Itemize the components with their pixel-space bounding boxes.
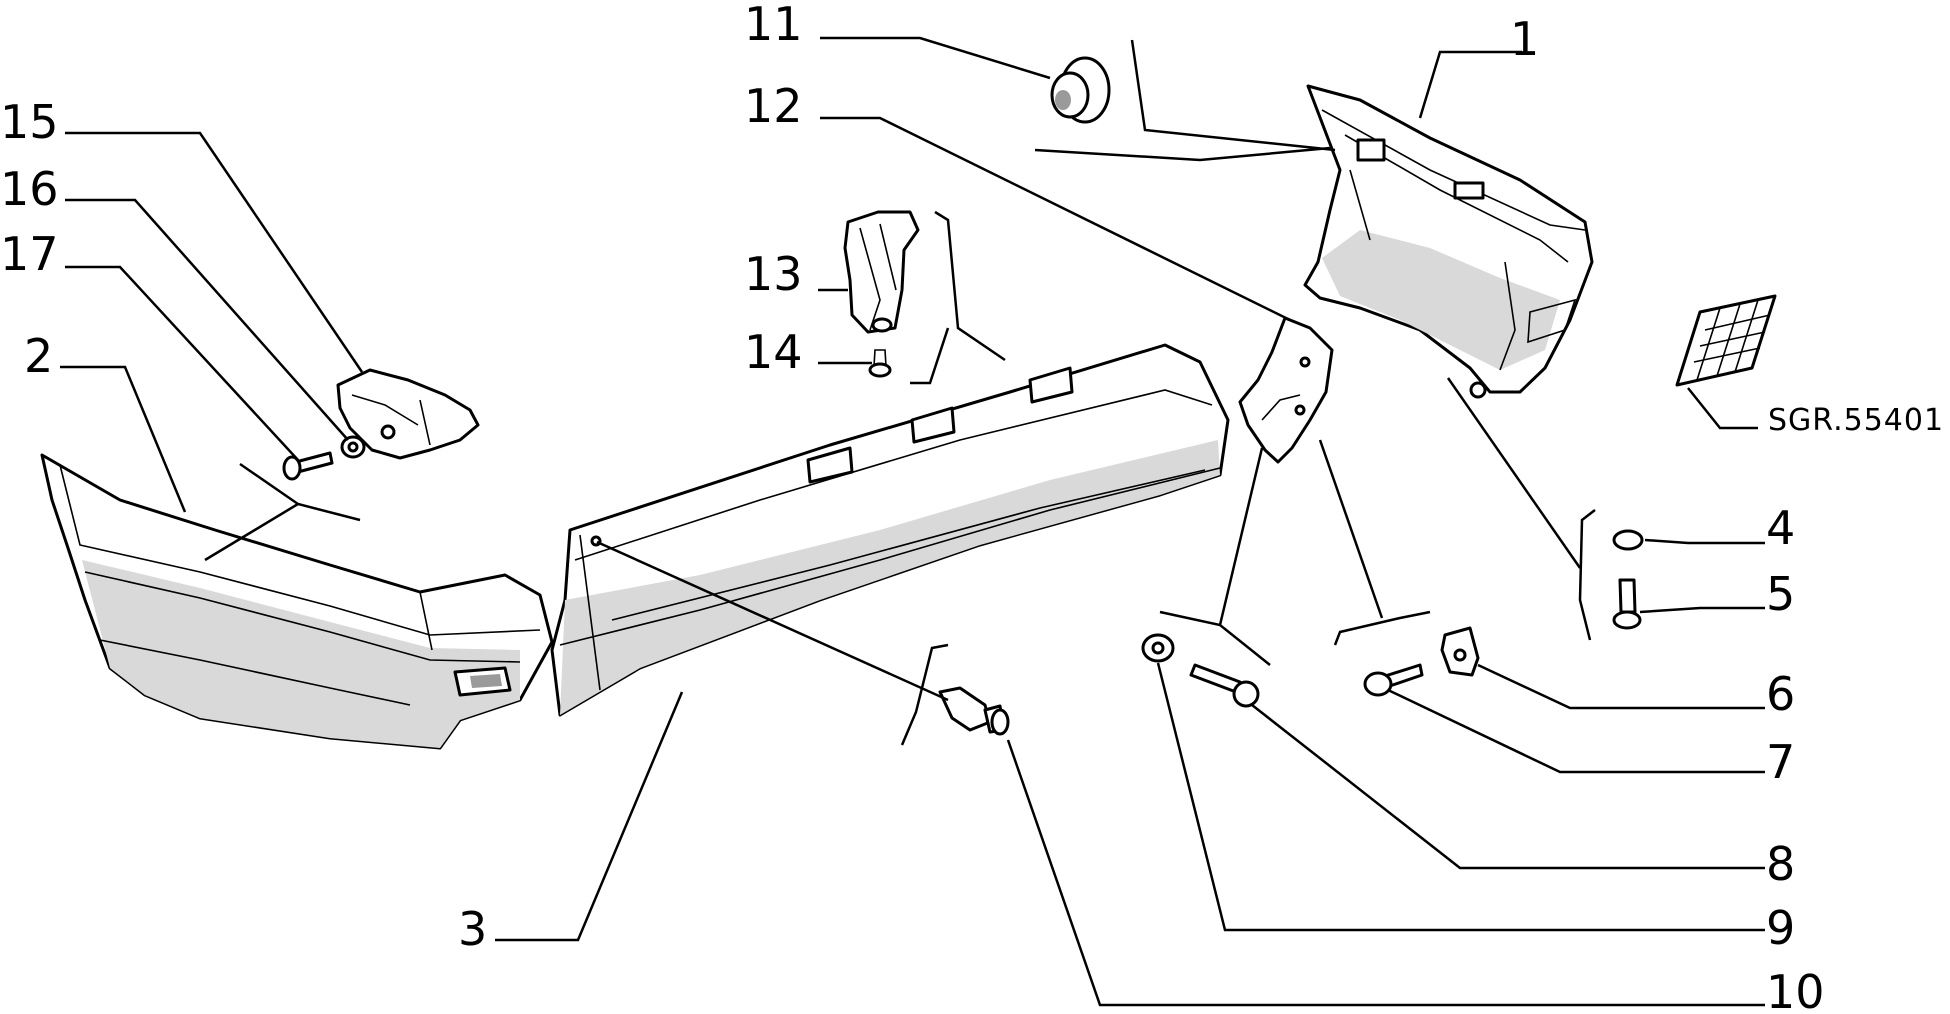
callout-14: 14	[744, 325, 803, 379]
part-1-side-end-cap	[1303, 84, 1594, 399]
callout-16: 16	[0, 162, 59, 216]
part-17-bolt	[282, 451, 334, 481]
part-4-nut	[1612, 529, 1644, 551]
part-10-push-clip	[938, 686, 1010, 736]
callout-13: 13	[744, 247, 803, 301]
part-8-screw	[1189, 663, 1260, 708]
leader-lines	[60, 36, 1765, 1007]
part-6-clip-nut	[1440, 626, 1480, 677]
callout-4: 4	[1766, 501, 1795, 555]
part-12-corner-bracket	[1238, 316, 1334, 464]
part-7-tapping-screw	[1363, 663, 1424, 697]
part-5-stud-bolt	[1612, 578, 1642, 630]
callout-2: 2	[24, 329, 53, 383]
part-15-side-bracket	[336, 368, 480, 460]
callout-15: 15	[0, 95, 59, 149]
part-16-washer	[340, 435, 366, 459]
part-9-washer	[1141, 633, 1175, 663]
part-2-bumper-side-section	[40, 453, 554, 750]
callout-17: 17	[0, 227, 59, 281]
callout-12: 12	[744, 79, 803, 133]
callout-9: 9	[1766, 901, 1795, 955]
callout-11: 11	[744, 0, 803, 51]
callout-1: 1	[1510, 12, 1539, 66]
callout-6: 6	[1766, 667, 1795, 721]
part-3-center-bumper-beam	[550, 343, 1230, 717]
callout-5: 5	[1766, 567, 1795, 621]
part-13-mounting-bracket	[843, 210, 920, 334]
callout-3: 3	[458, 902, 487, 956]
grille-icon	[1675, 294, 1777, 387]
callout-7: 7	[1766, 735, 1795, 789]
part-11-grommet	[1050, 56, 1111, 124]
reference-code: SGR.55401	[1768, 403, 1944, 438]
part-14-small-screw	[868, 349, 892, 378]
callout-10: 10	[1766, 965, 1825, 1009]
callout-8: 8	[1766, 837, 1795, 891]
